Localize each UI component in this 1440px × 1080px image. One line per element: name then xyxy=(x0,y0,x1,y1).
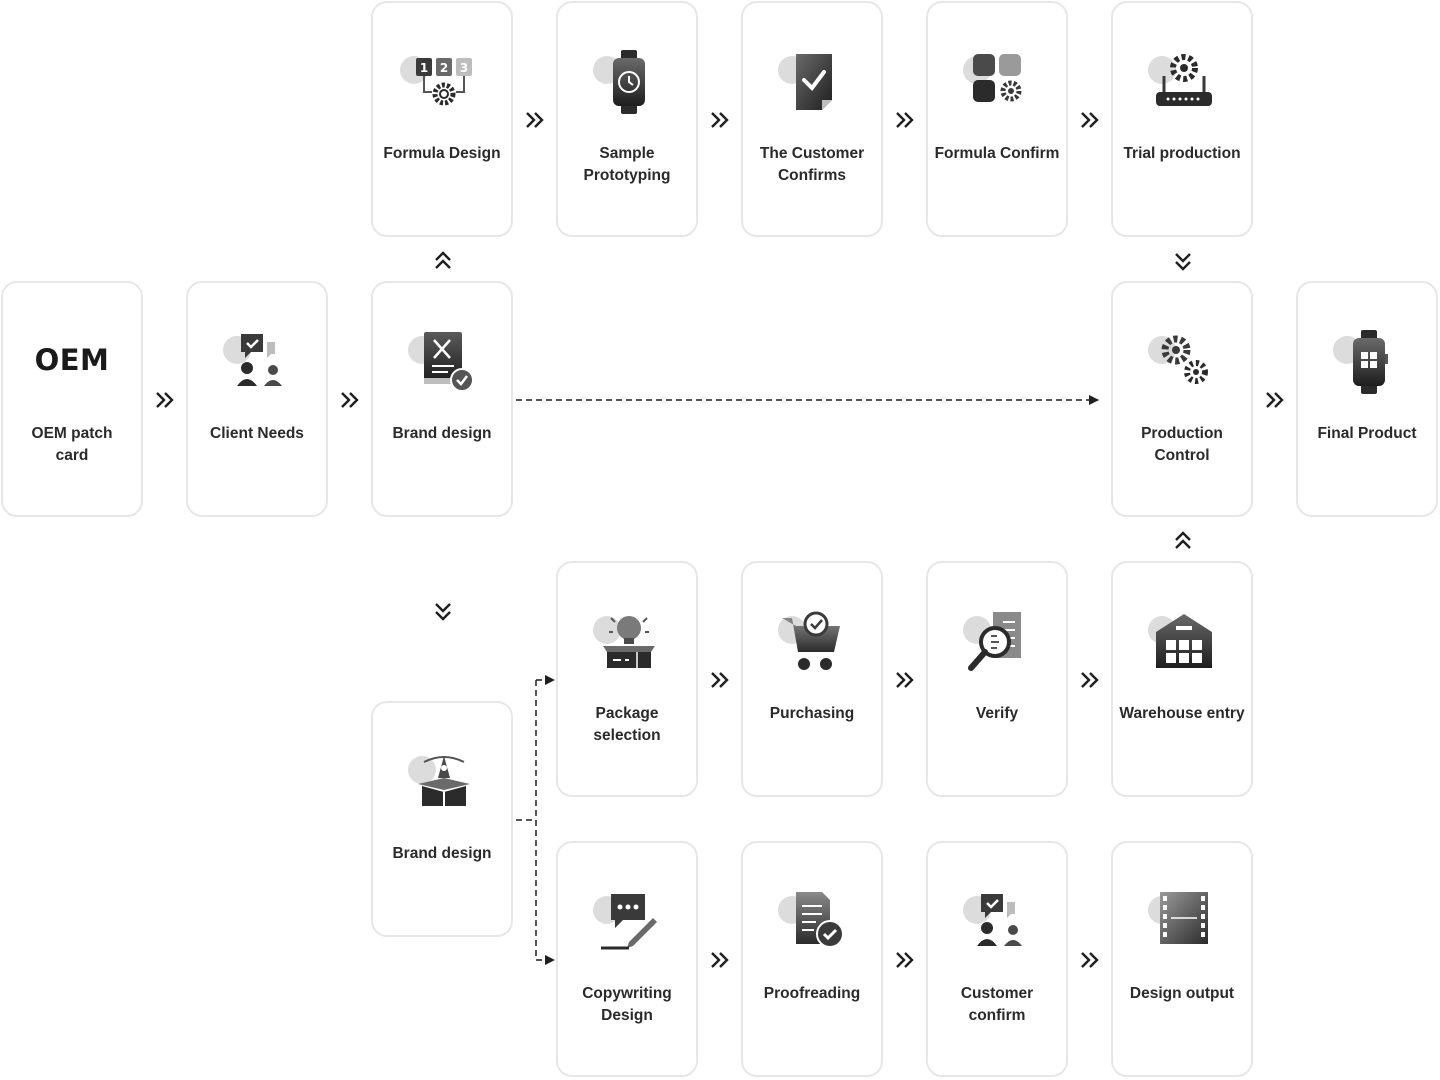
card-label: The Customer Confirms xyxy=(759,145,865,184)
card-client-needs: Client Needs xyxy=(186,281,328,517)
card-label: Package selection xyxy=(593,705,661,744)
card-label: Formula Design xyxy=(383,145,501,162)
chevron-right-icon xyxy=(341,392,359,408)
card-package-selection: Package selection xyxy=(556,561,698,797)
oem-logo: OEM xyxy=(34,343,110,377)
card-formula-confirm: Formula Confirm xyxy=(926,1,1068,237)
card-purchasing: Purchasing xyxy=(741,561,883,797)
smartwatch-grid-icon xyxy=(1321,328,1417,398)
chevron-right-icon xyxy=(1266,392,1284,408)
document-check-icon xyxy=(766,888,862,958)
card-label: Warehouse entry xyxy=(1119,705,1245,722)
card-final-product: Final Product xyxy=(1296,281,1438,517)
card-label: Client Needs xyxy=(210,425,304,442)
chevron-right-icon xyxy=(1081,112,1099,128)
chevron-right-icon xyxy=(711,112,729,128)
chevron-right-icon xyxy=(711,952,729,968)
chevron-down-icon xyxy=(1175,253,1191,271)
card-brand-design-bottom: Brand design xyxy=(371,701,513,937)
card-warehouse-entry: Warehouse entry xyxy=(1111,561,1253,797)
svg-text:2: 2 xyxy=(440,61,448,75)
card-copywriting-design: Copywriting Design xyxy=(556,841,698,1077)
people-chat-icon xyxy=(951,888,1047,958)
smartwatch-clock-icon xyxy=(581,48,677,118)
card-label: Copywriting Design xyxy=(582,985,672,1024)
chevron-right-icon xyxy=(896,952,914,968)
card-label: Production Control xyxy=(1141,425,1223,464)
box-pen-icon xyxy=(396,748,492,818)
gear-machine-icon xyxy=(1136,48,1232,118)
card-label: OEM patch card xyxy=(31,425,113,464)
card-label: Design output xyxy=(1129,985,1235,1002)
card-formula-design: 1 2 3 Formula Design xyxy=(371,1,513,237)
chevron-right-icon xyxy=(526,112,544,128)
chat-pen-icon xyxy=(581,888,677,958)
card-label: Proofreading xyxy=(763,985,861,1002)
app-grid-gear-icon xyxy=(951,48,1047,118)
card-design-output: Design output xyxy=(1111,841,1253,1077)
card-brand-design-top: Brand design xyxy=(371,281,513,517)
card-label: Customer confirm xyxy=(960,985,1034,1024)
card-trial-production: Trial production xyxy=(1111,1,1253,237)
chevron-right-icon xyxy=(711,672,729,688)
card-customer-confirm: Customer confirm xyxy=(926,841,1068,1077)
card-oem-patch-card: OEM OEM patch card xyxy=(1,281,143,517)
card-label: Purchasing xyxy=(769,705,855,722)
chevron-right-icon xyxy=(896,672,914,688)
card-label: Trial production xyxy=(1123,145,1241,162)
warehouse-icon xyxy=(1136,608,1232,678)
chevron-right-icon xyxy=(896,112,914,128)
gears-icon xyxy=(1136,328,1232,398)
box-lightbulb-icon xyxy=(581,608,677,678)
design-book-icon xyxy=(396,328,492,398)
svg-text:1: 1 xyxy=(420,61,428,75)
checked-document-icon xyxy=(766,48,862,118)
magnifier-document-icon xyxy=(951,608,1047,678)
numbered-steps-gear-icon: 1 2 3 xyxy=(396,48,492,118)
card-label: Final Product xyxy=(1317,425,1417,442)
card-verify: Verify xyxy=(926,561,1068,797)
chevron-down-icon xyxy=(435,603,451,621)
card-label: Sample Prototyping xyxy=(583,145,671,184)
shopping-cart-icon xyxy=(766,608,862,678)
chevron-right-icon xyxy=(156,392,174,408)
card-label: Brand design xyxy=(392,425,492,442)
card-label: Verify xyxy=(975,705,1019,722)
card-label: Brand design xyxy=(392,845,492,862)
chevron-right-icon xyxy=(1081,672,1099,688)
chevron-right-icon xyxy=(1081,952,1099,968)
svg-text:3: 3 xyxy=(460,61,468,75)
chevron-up-icon xyxy=(435,251,451,269)
card-customer-confirms: The Customer Confirms xyxy=(741,1,883,237)
chevron-up-icon xyxy=(1175,531,1191,549)
card-label: Formula Confirm xyxy=(934,145,1060,162)
film-strip-icon xyxy=(1136,888,1232,958)
people-chat-icon xyxy=(211,328,307,398)
card-production-control: Production Control xyxy=(1111,281,1253,517)
card-proofreading: Proofreading xyxy=(741,841,883,1077)
card-sample-prototyping: Sample Prototyping xyxy=(556,1,698,237)
